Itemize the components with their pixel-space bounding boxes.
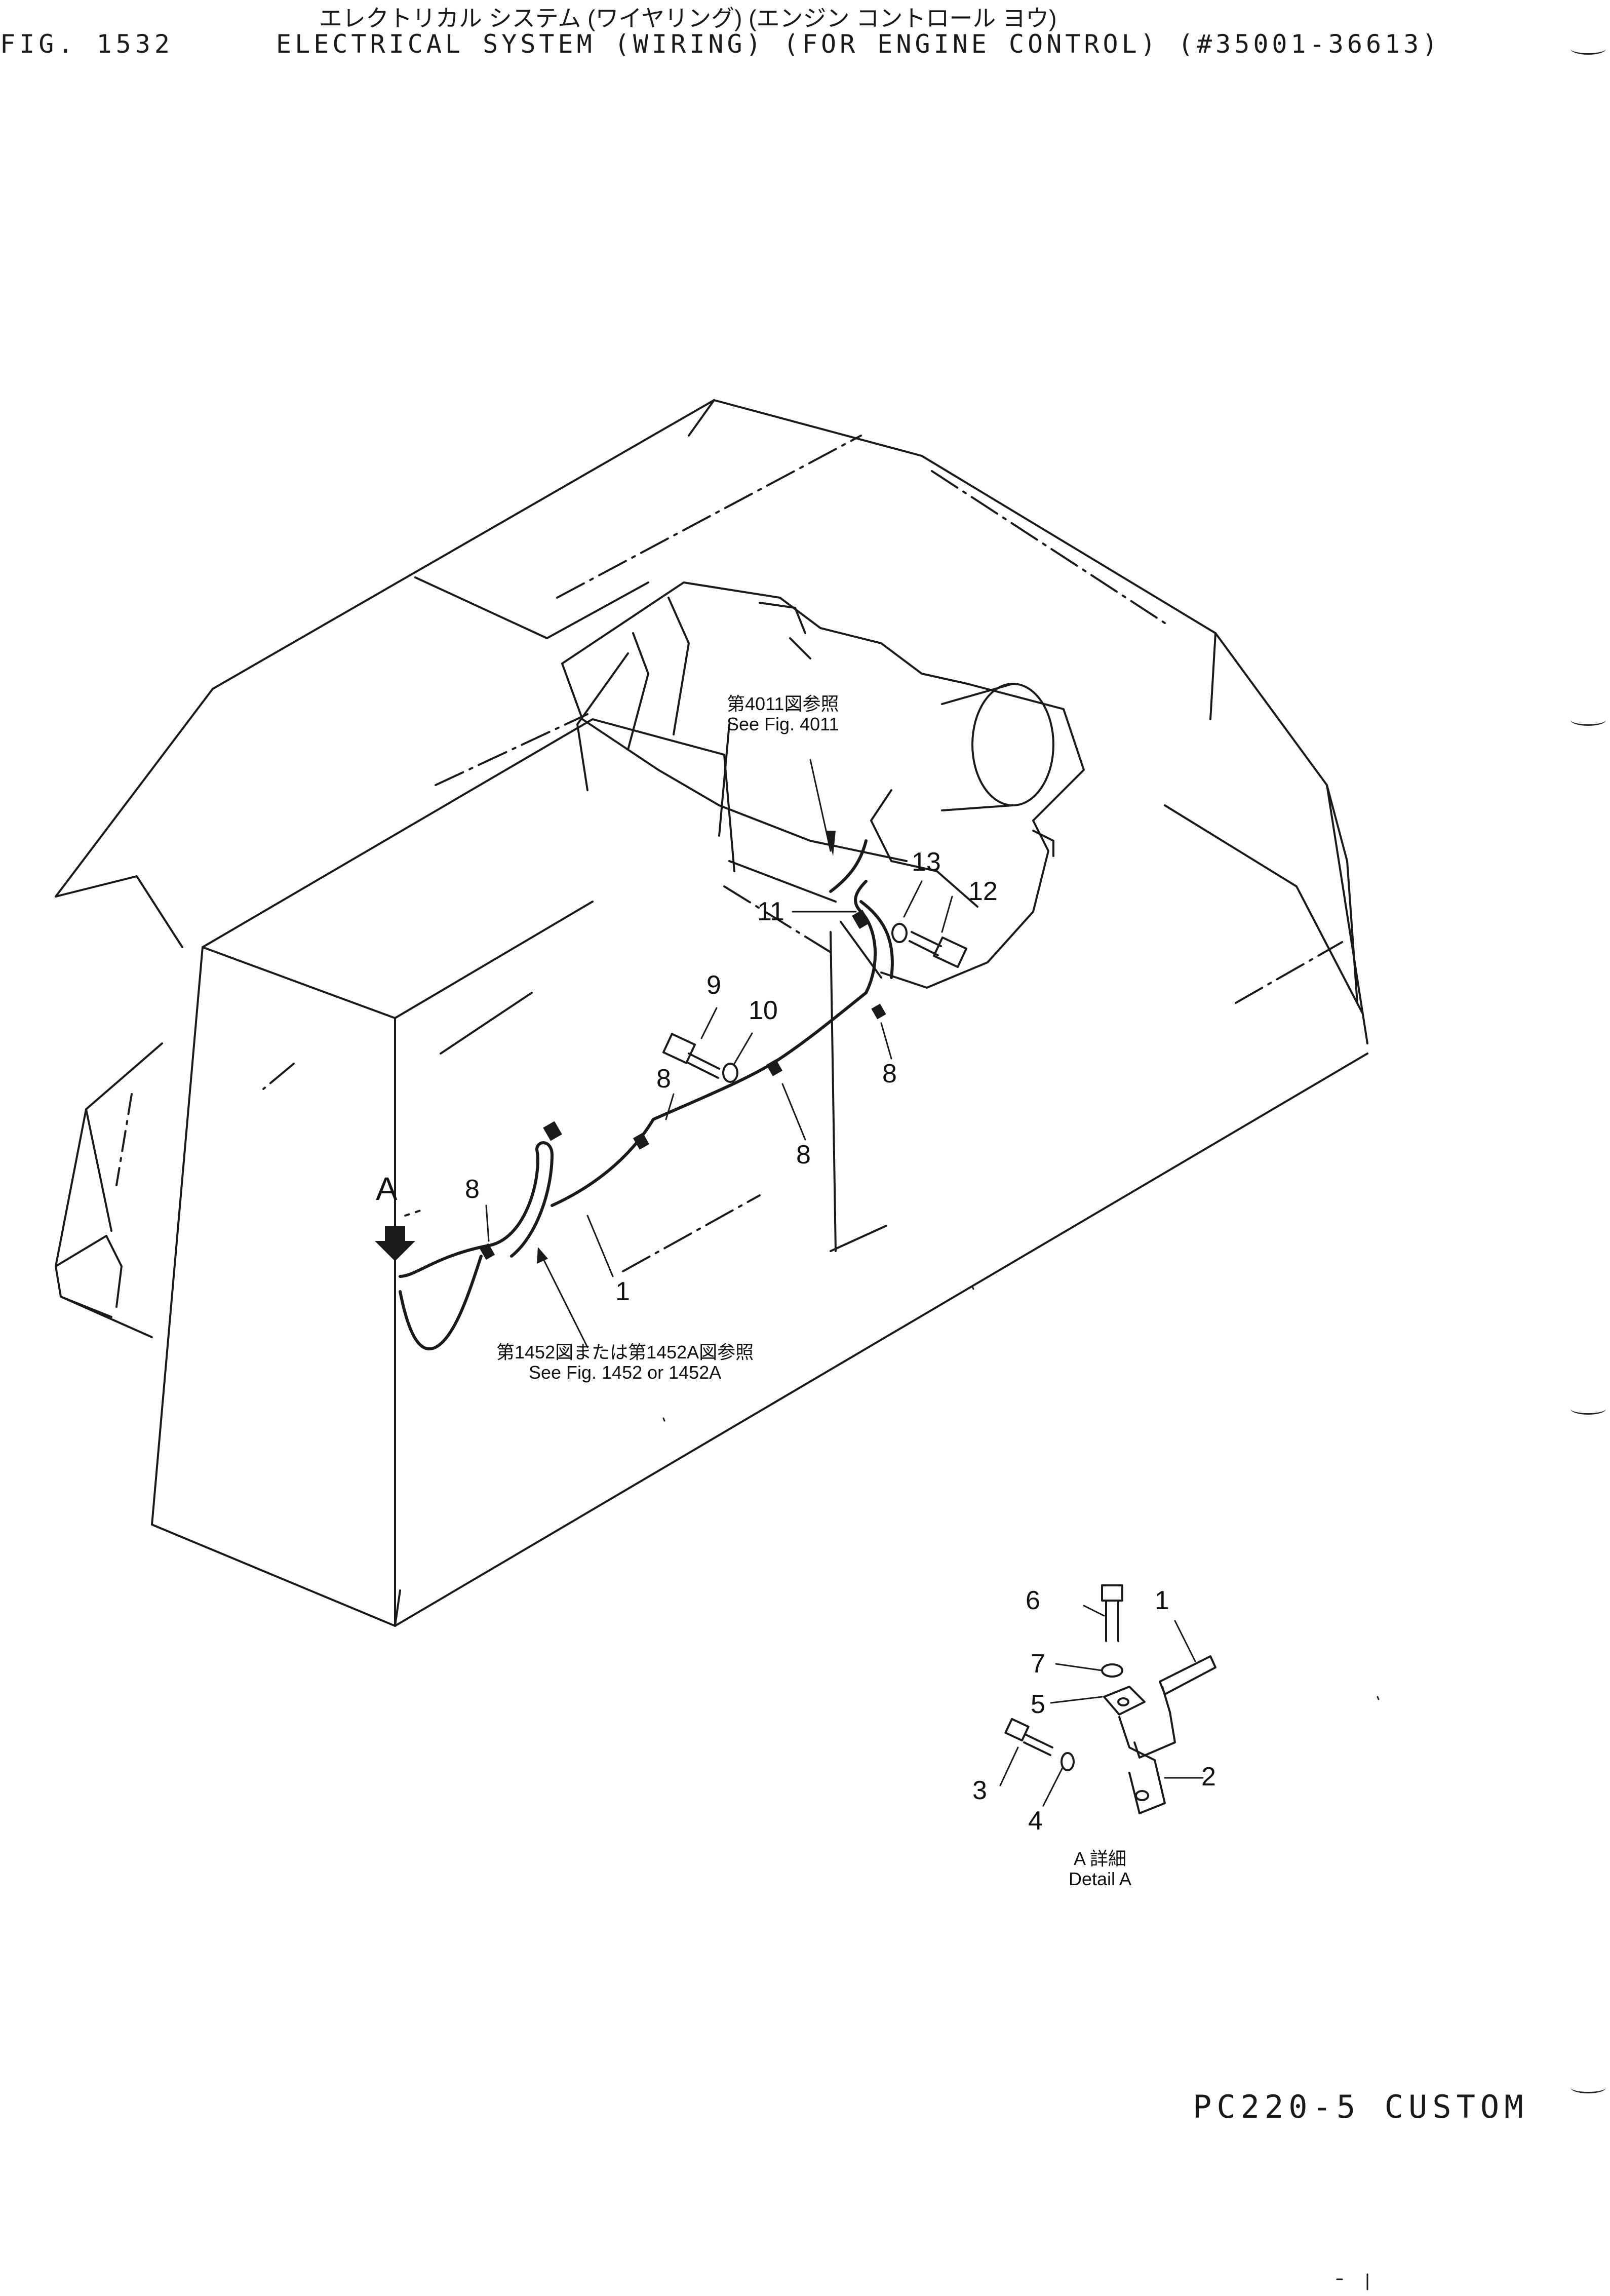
figure-label: FIG. 1532 (0, 29, 174, 59)
wiring-harness (399, 839, 894, 1350)
margin-mark (1570, 2082, 1606, 2093)
machine-frame (55, 399, 1368, 1627)
reference-fig-4011: 第4011図参照 See Fig. 4011 (727, 694, 839, 734)
title-japanese: エレクトリカル システム (ワイヤリング) (エンジン コントロール ヨウ) (319, 5, 1057, 31)
callout-13: 13 (912, 847, 941, 877)
reference-fig-1452-jp: 第1452図または第1452A図参照 (496, 1342, 754, 1363)
detail-callout-5: 5 (1031, 1690, 1045, 1719)
detail-callout-7: 7 (1031, 1649, 1045, 1679)
view-a-arrow (375, 1226, 415, 1261)
detail-callout-4: 4 (1028, 1806, 1043, 1836)
engine (561, 581, 1085, 989)
callout-10: 10 (749, 996, 778, 1025)
reference-fig-1452-en: See Fig. 1452 or 1452A (528, 1362, 722, 1383)
model-label: PC220-5 CUSTOM (1193, 2088, 1528, 2125)
callout-8-center: 8 (796, 1140, 811, 1170)
drawing-specks (662, 1286, 1380, 2290)
reference-arrows (537, 759, 836, 1348)
detail-callout-1: 1 (1155, 1586, 1169, 1615)
detail-a-label-jp: A 詳細 (1074, 1848, 1127, 1869)
reference-fig-4011-en: See Fig. 4011 (727, 714, 839, 734)
view-a-marker: A (376, 1171, 398, 1207)
margin-mark (1570, 714, 1606, 726)
callout-12: 12 (968, 877, 998, 906)
margin-mark (1570, 43, 1606, 55)
title-english: ELECTRICAL SYSTEM (WIRING) (FOR ENGINE C… (276, 29, 1441, 59)
callout-1: 1 (615, 1277, 630, 1306)
hardware-main-view (662, 923, 968, 1083)
callout-8-right: 8 (882, 1059, 897, 1088)
detail-a-label-en: Detail A (1069, 1869, 1132, 1889)
detail-callout-3: 3 (972, 1776, 987, 1805)
detail-callout-2: 2 (1201, 1762, 1216, 1792)
reference-fig-4011-jp: 第4011図参照 (727, 693, 839, 714)
detail-a-drawing (999, 1584, 1216, 1814)
detail-a-label: A 詳細 Detail A (1069, 1849, 1131, 1889)
callout-9: 9 (706, 970, 721, 1000)
harness-clamps (479, 910, 886, 1260)
callout-8-lower-left: 8 (656, 1064, 671, 1094)
callout-11: 11 (757, 897, 784, 926)
detail-callout-6: 6 (1026, 1586, 1040, 1615)
callout-8-left: 8 (465, 1175, 480, 1204)
leader-lines (485, 880, 953, 1277)
margin-mark (1570, 1403, 1606, 1415)
reference-fig-1452: 第1452図または第1452A図参照 See Fig. 1452 or 1452… (496, 1342, 754, 1383)
